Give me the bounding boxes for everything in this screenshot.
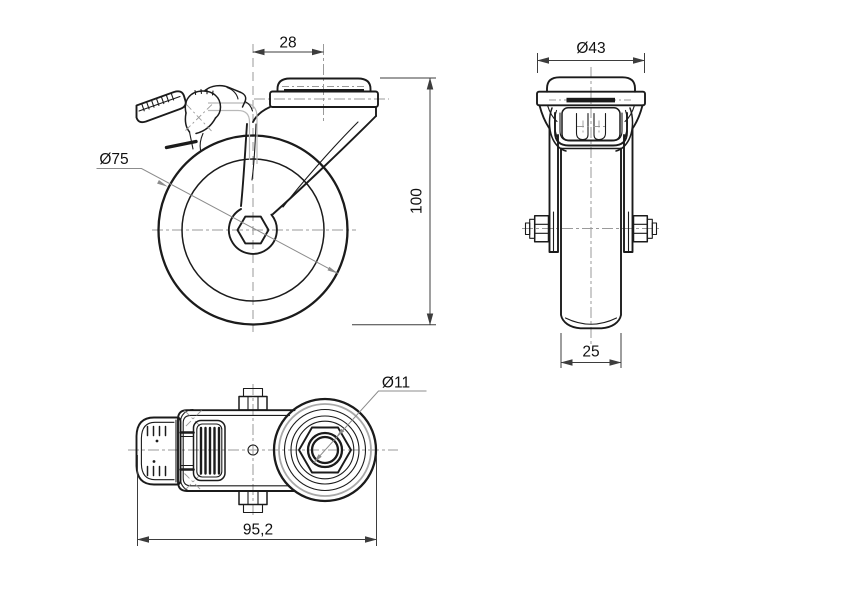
brake-block: [561, 107, 621, 142]
front-axle-nuts: [524, 215, 658, 243]
cap-dome: [546, 76, 636, 93]
pedal-links: [179, 431, 195, 471]
side-view-centerlines: [152, 44, 389, 332]
brake-latch: [204, 84, 247, 108]
bolt-hole-chamfer: [306, 431, 344, 469]
bolt-hole-leader: [313, 390, 427, 464]
brake-pivot-housing: [184, 90, 222, 119]
kingpin-hex: [298, 426, 352, 474]
bracket-outline: [177, 409, 296, 492]
bolt-hole: [310, 435, 340, 465]
dimension-952-label: 95,2: [243, 522, 273, 539]
wheel-profile: [560, 147, 622, 330]
block-outline: [192, 419, 226, 482]
axle-hex-nut: [236, 215, 270, 245]
front-fork-legs: [548, 127, 634, 253]
dimension-overall-height: 100: [352, 77, 436, 326]
brake-tab-right: [593, 112, 607, 141]
front-wheel: [560, 147, 622, 330]
dimension-overall-length: 95,2: [137, 455, 377, 546]
brake-pin-bar: [566, 97, 615, 103]
pedal-grip-hatching: [141, 93, 175, 112]
brake-lever: [135, 84, 254, 151]
bottom-ribbed-block: [192, 419, 226, 482]
dimension-100-label: 100: [409, 188, 426, 214]
wheel-outer-circle: [157, 134, 349, 326]
dimension-bolt-hole: Ø11: [313, 375, 427, 464]
dimension-wheel-diameter: Ø75: [96, 151, 339, 275]
leader-arrow: [327, 266, 339, 274]
block-ribs: [199, 426, 221, 475]
brake-pedal: [135, 90, 187, 124]
front-mounting-cap: [536, 76, 646, 107]
leader-arrow: [313, 454, 322, 463]
bottom-view-centerlines: [128, 384, 398, 517]
bottom-axle-bolts: [238, 387, 268, 514]
pivot-teeth: [194, 88, 214, 96]
swivel-gray-ring: [278, 403, 372, 497]
hub-collar: [227, 208, 278, 255]
dimension-25-label: 25: [582, 344, 599, 361]
dimension-wheel-width: 25: [560, 333, 622, 368]
leader-arrow: [157, 180, 168, 187]
bracket-inner-line: [182, 414, 291, 487]
cap-joint-band: [284, 89, 364, 92]
pedal-outline: [135, 416, 182, 486]
front-view: Ø43 25: [522, 40, 660, 368]
bracket-hole: [247, 444, 259, 456]
dimension-swivel-offset: 28: [252, 35, 324, 56]
fork-crown-phantom: [208, 102, 258, 164]
swivel-outer-circle: [272, 397, 378, 503]
dimension-plate-diameter: Ø43: [537, 40, 645, 73]
brake-shoe: [164, 139, 198, 150]
side-view-fork: [208, 102, 377, 215]
bottom-brake-pedal: [135, 416, 195, 486]
front-view-centerlines: [522, 67, 660, 346]
dimension-d43-label: Ø43: [576, 40, 605, 57]
cap-base: [536, 90, 646, 107]
dimension-d11-label: Ø11: [382, 375, 410, 392]
leader-arrow: [336, 428, 345, 438]
wheel-diameter-leader: [96, 168, 339, 275]
dimension-d75-label: Ø75: [99, 151, 128, 168]
side-view-wheel: [157, 134, 349, 326]
wheel-hub-circle: [181, 158, 325, 302]
brake-tab-left: [575, 112, 589, 141]
pedal-grip-ribs: [146, 425, 167, 477]
side-view: 28 100 Ø75: [96, 35, 436, 332]
top-hex-bolt: [238, 395, 268, 411]
left-hex-nut: [533, 215, 550, 243]
bottom-swivel-bearing: [272, 397, 378, 503]
dimension-28-label: 28: [279, 35, 296, 52]
bottom-view: Ø11 95,2: [128, 375, 427, 546]
side-view-mounting-cap: [269, 77, 379, 108]
extension-lines: [137, 455, 377, 546]
yoke-outer: [554, 112, 628, 147]
front-swivel-housing: [538, 104, 644, 152]
cap-dome: [276, 77, 372, 93]
